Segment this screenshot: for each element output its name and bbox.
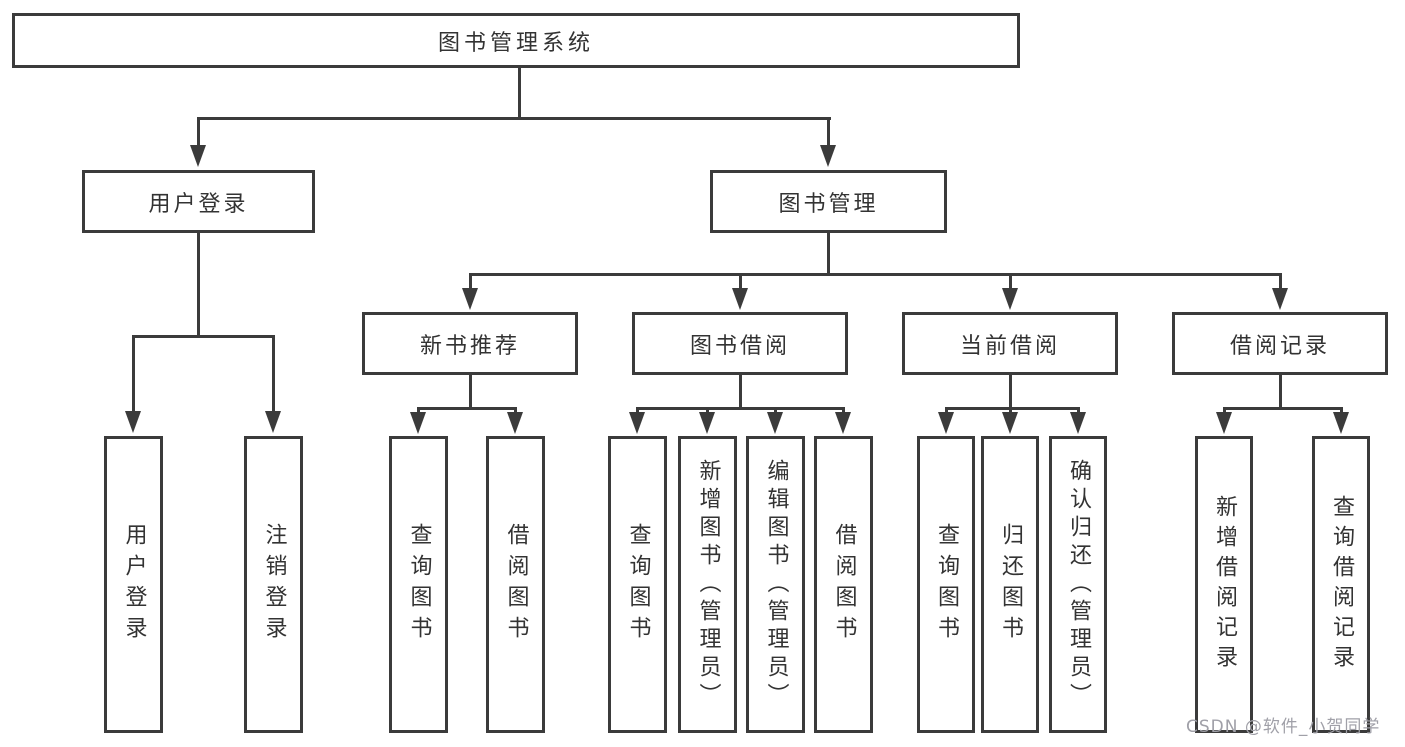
arrow-down-icon [125, 411, 141, 433]
arrow-down-icon [410, 412, 426, 434]
leaf-logout: 注销登录 [244, 436, 303, 733]
node-borrowing-records: 借阅记录 [1172, 312, 1388, 375]
connector-line [469, 375, 472, 409]
watermark: CSDN @软件_小贺同学 [1186, 717, 1381, 737]
connector-line [1340, 407, 1343, 416]
arrow-down-icon [835, 412, 851, 434]
connector-line [518, 68, 521, 117]
arrow-down-icon [699, 412, 715, 434]
connector-line [1223, 407, 1343, 410]
arrow-down-icon [732, 288, 748, 310]
connector-line [774, 407, 777, 416]
leaf-user-login: 用户登录 [104, 436, 163, 733]
connector-line [1009, 273, 1012, 291]
connector-line [739, 375, 742, 409]
arrow-down-icon [1002, 288, 1018, 310]
connector-line [1009, 407, 1012, 416]
connector-line [827, 233, 830, 275]
connector-line [842, 407, 845, 416]
node-current-borrowing: 当前借阅 [902, 312, 1118, 375]
connector-line [739, 273, 742, 291]
node-library-management-system: 图书管理系统 [12, 13, 1020, 68]
node-new-book-recommendation: 新书推荐 [362, 312, 578, 375]
connector-line [132, 335, 135, 414]
arrow-down-icon [1216, 412, 1232, 434]
connector-line [469, 273, 472, 291]
leaf-recommend-borrow-books: 借阅图书 [486, 436, 545, 733]
connector-line [1077, 407, 1080, 416]
arrow-down-icon [265, 411, 281, 433]
connector-line [827, 117, 830, 149]
connector-line [514, 407, 517, 416]
connector-line [945, 407, 1080, 410]
leaf-recommend-query-books: 查询图书 [389, 436, 448, 733]
leaf-current-return-books: 归还图书 [981, 436, 1039, 733]
connector-line [945, 407, 948, 416]
arrow-down-icon [629, 412, 645, 434]
node-user-login: 用户登录 [82, 170, 315, 233]
arrow-down-icon [507, 412, 523, 434]
arrow-down-icon [767, 412, 783, 434]
leaf-records-query-record: 查询借阅记录 [1312, 436, 1370, 733]
connector-line [636, 407, 639, 416]
leaf-current-query-books: 查询图书 [917, 436, 975, 733]
connector-line [417, 407, 420, 416]
connector-line [636, 407, 845, 410]
leaf-borrow-add-books-admin: 新增图书（管理员） [678, 436, 737, 733]
connector-line [272, 335, 275, 414]
arrow-down-icon [820, 145, 836, 167]
leaf-borrow-edit-books-admin: 编辑图书（管理员） [746, 436, 805, 733]
leaf-borrow-query-books: 查询图书 [608, 436, 667, 733]
connector-line [1279, 375, 1282, 409]
connector-line [706, 407, 709, 416]
arrow-down-icon [190, 145, 206, 167]
connector-line [132, 335, 275, 338]
arrow-down-icon [1272, 288, 1288, 310]
connector-line [417, 407, 517, 410]
leaf-current-confirm-return-admin: 确认归还（管理员） [1049, 436, 1107, 733]
connector-line [1223, 407, 1226, 416]
connector-line [1279, 273, 1282, 291]
arrow-down-icon [1070, 412, 1086, 434]
arrow-down-icon [1333, 412, 1349, 434]
node-book-borrowing: 图书借阅 [632, 312, 848, 375]
connector-line [469, 273, 1282, 276]
leaf-records-add-record: 新增借阅记录 [1195, 436, 1253, 733]
leaf-borrow-borrow-books: 借阅图书 [814, 436, 873, 733]
arrow-down-icon [462, 288, 478, 310]
connector-line [197, 117, 200, 149]
connector-line [1009, 375, 1012, 409]
connector-line [197, 117, 831, 120]
node-book-management: 图书管理 [710, 170, 947, 233]
arrow-down-icon [1002, 412, 1018, 434]
connector-line [197, 233, 200, 337]
arrow-down-icon [938, 412, 954, 434]
